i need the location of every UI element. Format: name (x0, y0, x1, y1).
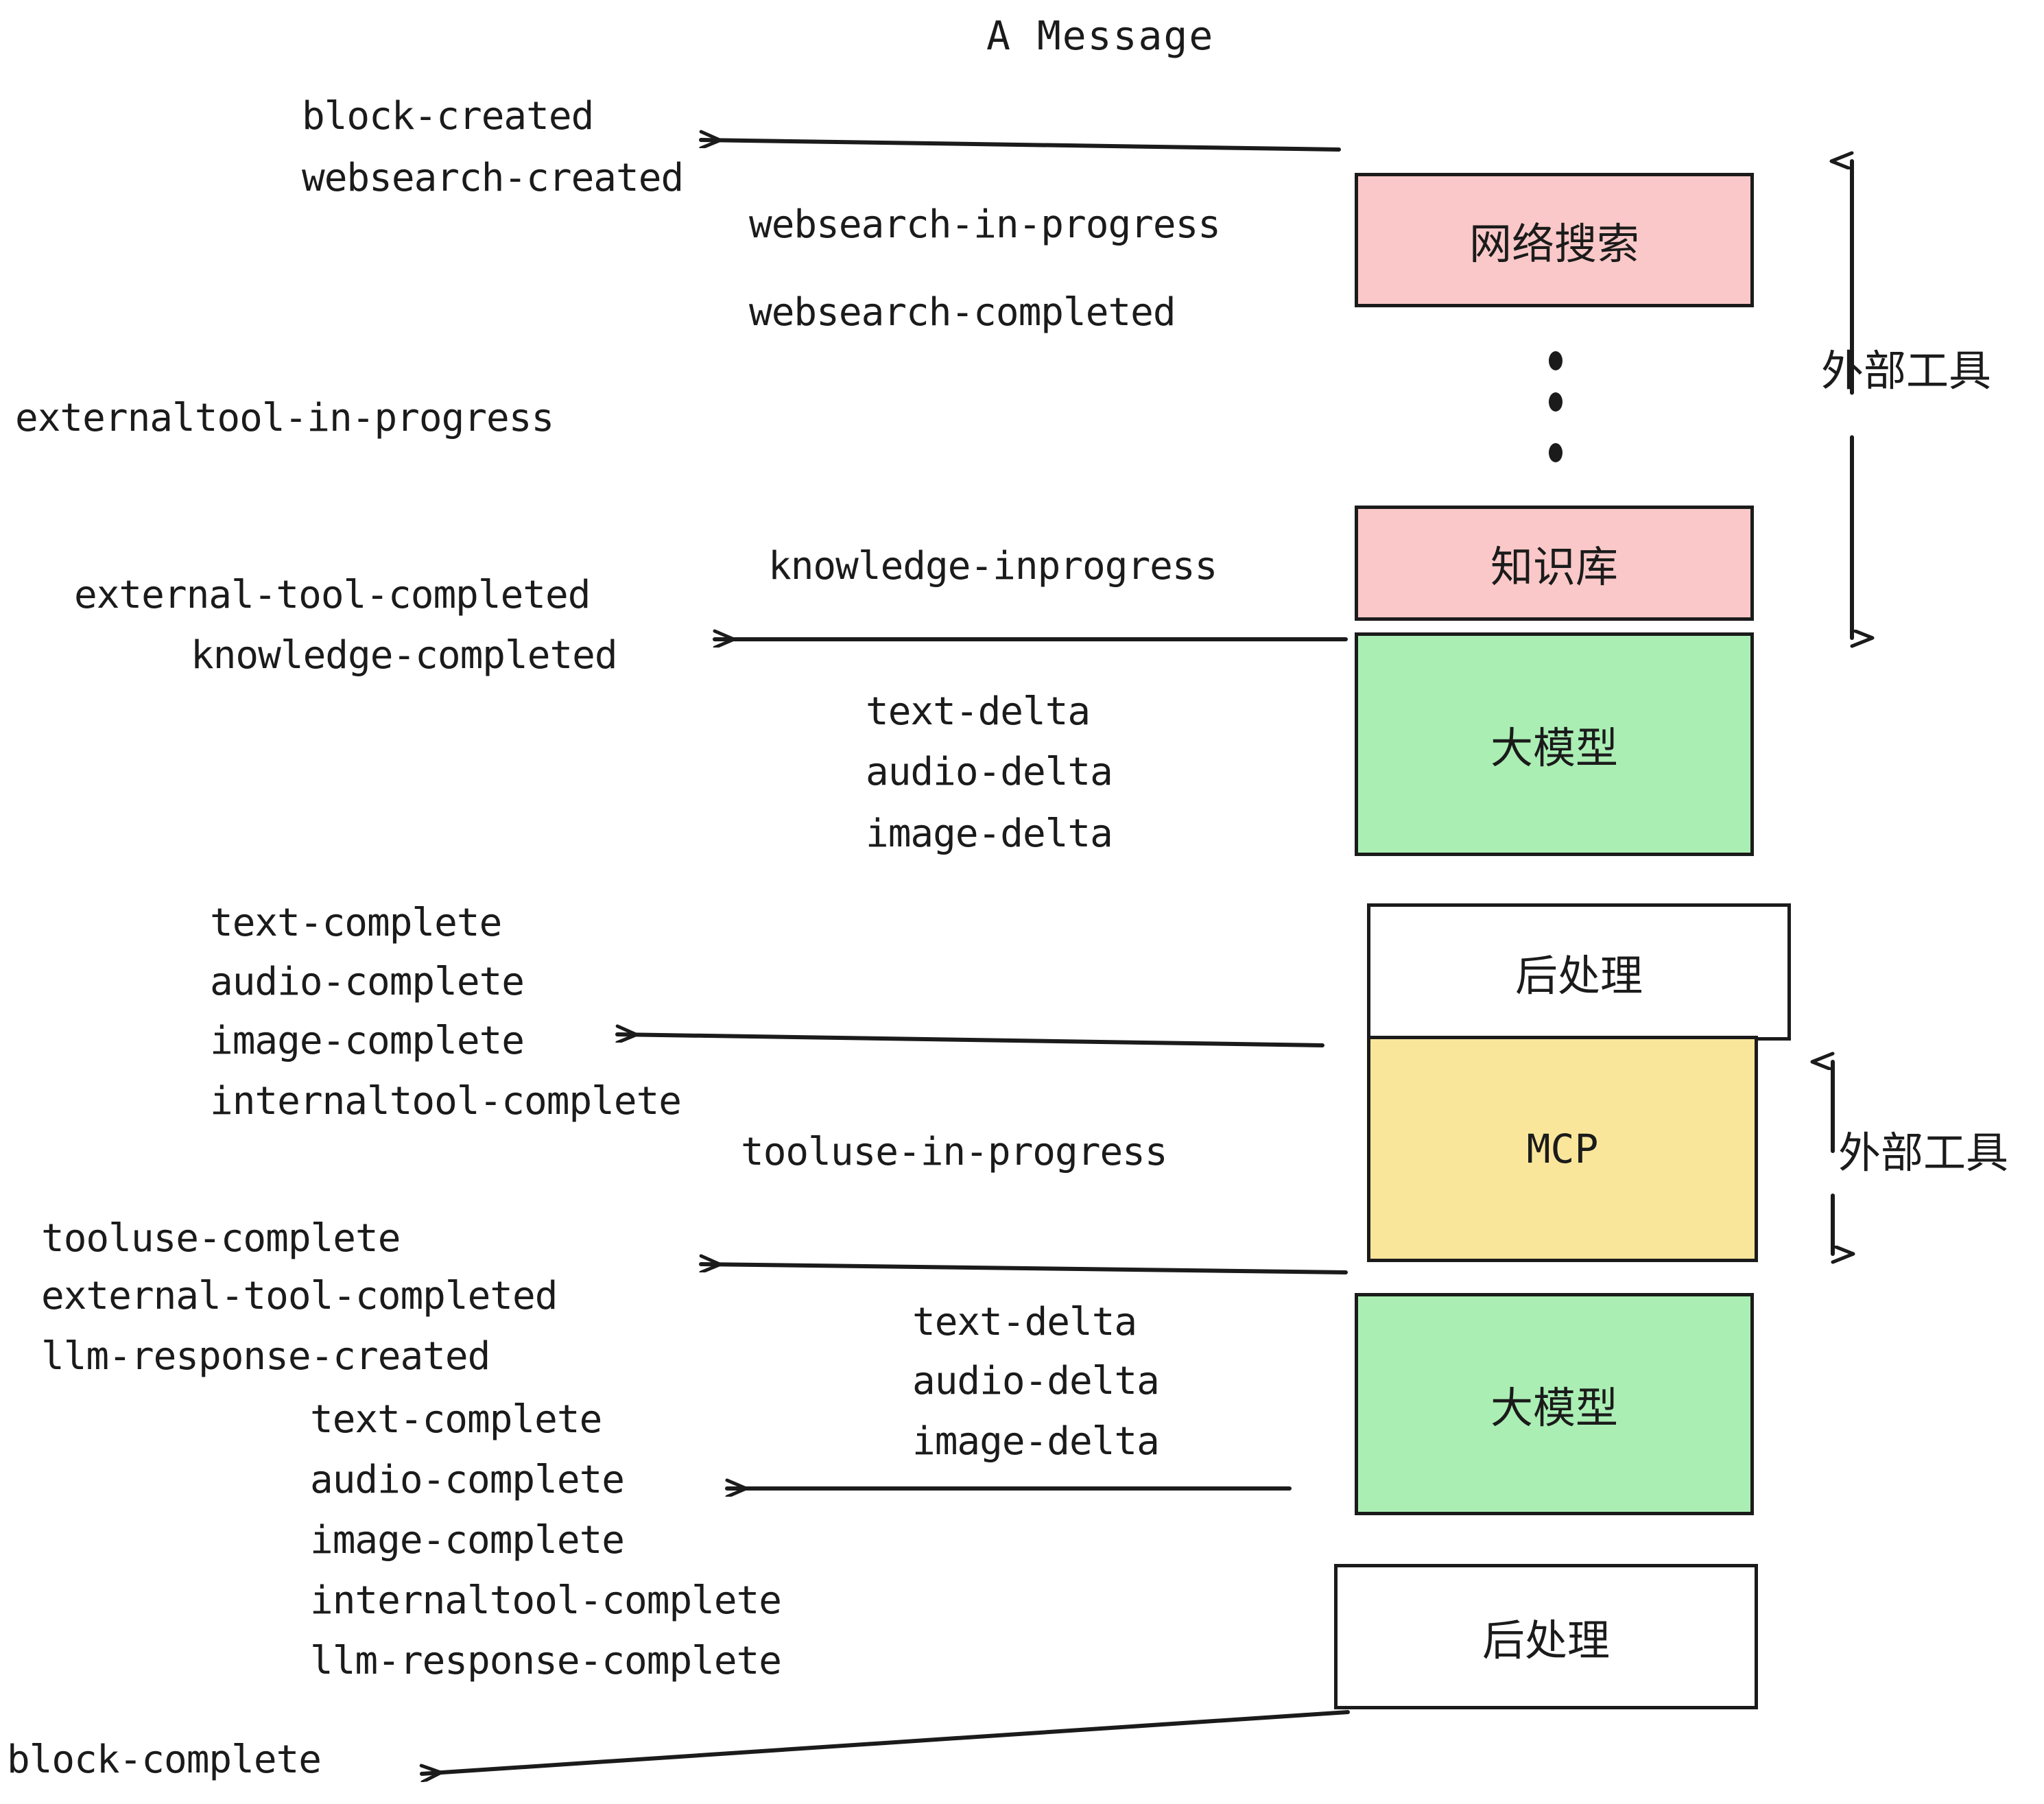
event-label-image-delta-1: image-delta (866, 811, 1113, 856)
event-label-block-created: block-created (302, 94, 594, 139)
event-label-audio-complete-2: audio-complete (310, 1458, 625, 1502)
event-label-text-delta-1: text-delta (866, 689, 1091, 734)
event-label-knowledge-inprogress: knowledge-inprogress (768, 544, 1217, 589)
event-label-websearch-completed: websearch-completed (749, 290, 1176, 335)
event-label-llm-response-complete: llm-response-complete (310, 1639, 782, 1683)
node-websearch[interactable]: 网络搜索 (1355, 173, 1754, 307)
arrow-block-complete-arrow (422, 1710, 1350, 1774)
event-label-image-delta-2: image-delta (912, 1419, 1160, 1464)
side-label-external-tools-top: 外部工具 (1821, 346, 1992, 396)
event-label-text-complete-1: text-complete (210, 901, 502, 945)
ellipsis-dot-icon (1549, 392, 1562, 412)
flow-arrow-group (422, 140, 1350, 1774)
event-label-tooluse-in-progress: tooluse-in-progress (741, 1130, 1168, 1174)
node-mcp[interactable]: MCP (1367, 1036, 1758, 1262)
side-label-external-tools-bottom: 外部工具 (1838, 1128, 2009, 1178)
node-postprocess-2[interactable]: 后处理 (1334, 1564, 1758, 1709)
event-label-websearch-in-progress: websearch-in-progress (749, 202, 1221, 247)
bidirectional-arrow-group (1833, 161, 1852, 1254)
diagram-title: A Message (986, 12, 1215, 59)
node-postprocess-1[interactable]: 后处理 (1367, 903, 1791, 1041)
event-label-audio-delta-2: audio-delta (912, 1359, 1160, 1403)
event-label-internaltool-complete-2: internaltool-complete (310, 1578, 782, 1623)
event-label-text-complete-2: text-complete (310, 1397, 602, 1442)
event-label-externaltool-in-progress: externaltool-in-progress (15, 396, 554, 440)
event-label-websearch-created: websearch-created (302, 156, 684, 200)
event-label-llm-response-created: llm-response-created (41, 1334, 490, 1379)
node-llm-1[interactable]: 大模型 (1355, 632, 1754, 856)
event-label-internaltool-complete-1: internaltool-complete (210, 1079, 682, 1124)
event-label-external-tool-completed-2: external-tool-completed (41, 1274, 558, 1318)
ellipsis-dot-icon (1549, 443, 1562, 462)
node-llm-2[interactable]: 大模型 (1355, 1293, 1754, 1515)
event-label-knowledge-completed: knowledge-completed (191, 633, 618, 678)
event-label-text-delta-2: text-delta (912, 1300, 1137, 1344)
node-knowledge[interactable]: 知识库 (1355, 506, 1754, 621)
event-label-tooluse-complete: tooluse-complete (41, 1216, 401, 1261)
event-label-audio-complete-1: audio-complete (210, 960, 525, 1004)
event-label-audio-delta-1: audio-delta (866, 750, 1113, 794)
arrow-image-complete-arrow (615, 1034, 1324, 1047)
event-label-image-complete-1: image-complete (210, 1019, 525, 1063)
ellipsis-dot-icon (1549, 351, 1562, 370)
event-label-image-complete-2: image-complete (310, 1518, 625, 1563)
arrow-tooluse-complete-arrow (699, 1264, 1348, 1274)
event-label-block-complete: block-complete (7, 1737, 322, 1782)
event-label-external-tool-completed-1: external-tool-completed (74, 573, 591, 617)
arrow-block-created-arrow (699, 140, 1341, 152)
